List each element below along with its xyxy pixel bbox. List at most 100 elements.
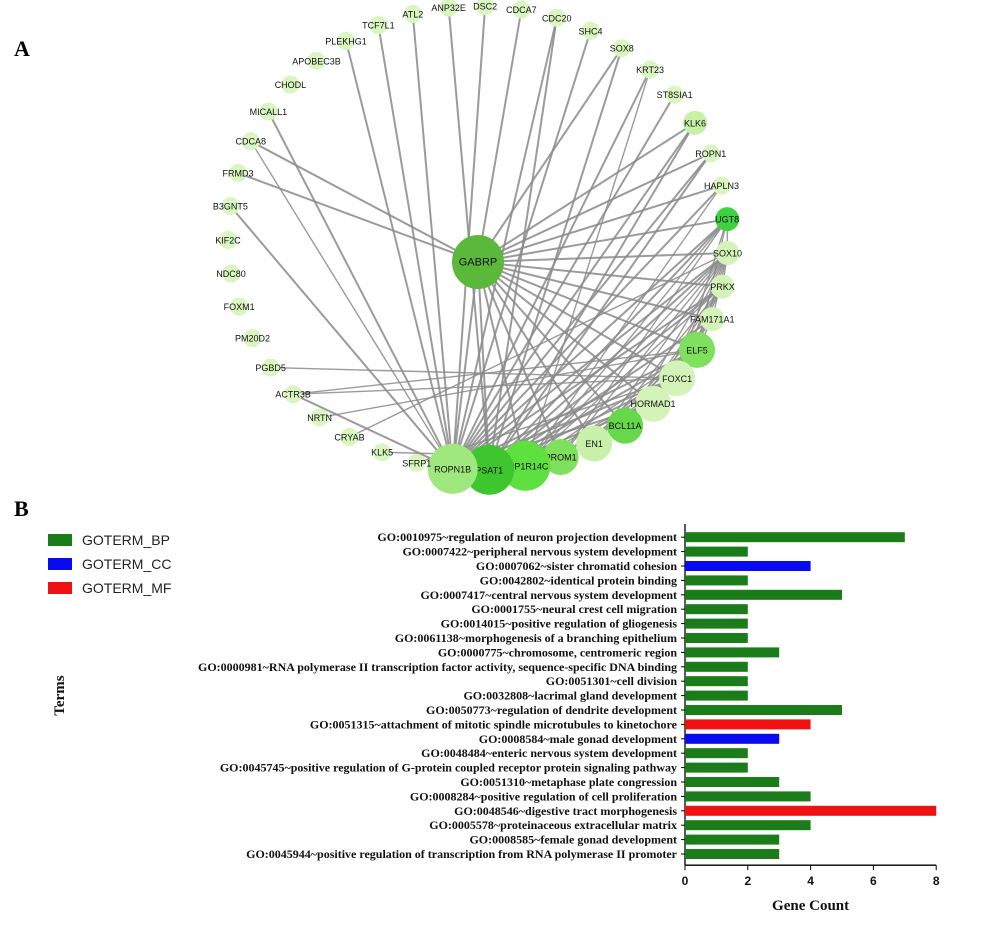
network-node-sox8[interactable]: SOX8 <box>610 39 634 58</box>
network-node-plekhg1[interactable]: PLEKHG1 <box>325 31 367 50</box>
bar-go-0042802 <box>685 575 748 586</box>
network-edge-actr3b-foxc1 <box>293 377 678 395</box>
network-node-label: ROPN1 <box>695 149 726 159</box>
network-edge-ropn1b-ugt8 <box>452 218 728 470</box>
network-node-nrtn[interactable]: NRTN <box>307 408 332 427</box>
category-label: GO:0007417~central nervous system develo… <box>420 588 677 602</box>
network-node-label: PLEKHG1 <box>325 36 367 46</box>
network-node-circle <box>712 176 731 195</box>
network-node-en1[interactable]: EN1 <box>576 425 613 462</box>
network-node-circle <box>337 31 356 50</box>
network-node-cdca8[interactable]: CDCA8 <box>236 132 267 151</box>
network-node-actr3b[interactable]: ACTR3B <box>275 385 311 404</box>
network-node-kif2c[interactable]: KIF2C <box>215 230 241 249</box>
network-node-circle <box>678 331 715 368</box>
legend-item-cc: GOTERM_CC <box>48 552 171 576</box>
network-node-label: PPP1R14C <box>502 461 549 471</box>
network-edge-cryab-sox10 <box>349 252 728 438</box>
legend-swatch-bp <box>48 534 72 546</box>
network-node-st8sia1[interactable]: ST8SIA1 <box>657 85 693 104</box>
network-node-hormad1[interactable]: HORMAD1 <box>630 385 675 422</box>
network-node-foxm1[interactable]: FOXM1 <box>224 297 255 316</box>
network-node-ropn1b[interactable]: ROPN1B <box>427 443 478 494</box>
network-node-ropn1[interactable]: ROPN1 <box>695 144 726 163</box>
network-edge-gabrp-cdca8 <box>250 140 479 263</box>
category-label: GO:0051301~cell division <box>546 674 678 688</box>
network-node-label: B3GNT5 <box>213 202 248 212</box>
category-label: GO:0010975~regulation of neuron projecti… <box>377 530 677 544</box>
network-nodes: GABRP CDCA7 CDC20SHC4SOX8KRT23ST8SIA1KLK6R… <box>213 0 742 495</box>
network-node-circle <box>700 307 725 332</box>
network-node-klk6[interactable]: KLK6 <box>683 110 708 135</box>
network-node-circle <box>259 102 278 121</box>
network-node-circle <box>230 297 249 316</box>
bar-go-0007417 <box>685 589 842 600</box>
network-node-ppp1r14c[interactable]: PPP1R14C <box>500 440 551 491</box>
network-node-label: CDCA8 <box>236 137 267 147</box>
network-node-pm20d2[interactable]: PM20D2 <box>235 329 270 348</box>
network-node-circle <box>634 385 671 422</box>
network-node-foxc1[interactable]: FOXC1 <box>659 360 696 397</box>
network-node-bcl11a[interactable]: BCL11A <box>607 407 644 444</box>
bar-go-0051315 <box>685 719 811 730</box>
network-edge-ropn1b-ropn1 <box>451 152 712 470</box>
legend-swatch-cc <box>48 558 72 570</box>
network-node-atl2[interactable]: ATL2 <box>402 5 423 24</box>
network-edge-gabrp-ropn1 <box>477 152 712 263</box>
network-node-shc4[interactable]: SHC4 <box>578 21 603 40</box>
network-node-label: NRTN <box>307 413 332 423</box>
network-edge-gabrp-psat1 <box>477 261 491 470</box>
network-node-ndc80[interactable]: NDC80 <box>216 264 246 283</box>
category-label: GO:0045745~positive regulation of G-prot… <box>220 761 677 775</box>
network-node-krt23[interactable]: KRT23 <box>636 60 664 79</box>
network-node-dsc2[interactable]: DSC2 <box>473 0 497 16</box>
network-node-label: APOBEC3B <box>292 56 341 66</box>
network-node-label: HORMAD1 <box>630 399 675 409</box>
category-label: GO:0061138~morphogenesis of a branching … <box>395 631 677 645</box>
network-node-chodl[interactable]: CHODL <box>275 75 307 94</box>
network-node-sox10[interactable]: SOX10 <box>713 241 742 266</box>
network-edge-gabrp-frmd3 <box>237 172 479 263</box>
network-node-hapln3[interactable]: HAPLN3 <box>704 176 739 195</box>
network-node-gabrp[interactable]: GABRP <box>452 235 504 289</box>
network-node-sfrp1[interactable]: SFRP1 <box>402 453 431 472</box>
network-node-tcf7l1[interactable]: TCF7L1 <box>362 16 395 35</box>
network-node-cryab[interactable]: CRYAB <box>334 428 365 447</box>
network-node-b3gnt5[interactable]: B3GNT5 <box>213 197 248 216</box>
network-node-psat1[interactable]: PSAT1 <box>464 444 515 495</box>
network-node-klk5[interactable]: KLK5 <box>371 443 393 462</box>
network-node-label: UGT8 <box>715 215 739 225</box>
network-node-label: CHODL <box>275 80 307 90</box>
network-node-circle <box>407 453 426 472</box>
network-node-frmd3[interactable]: FRMD3 <box>223 163 254 182</box>
network-node-prom1[interactable]: PROM1 <box>542 438 579 475</box>
network-node-anp32e[interactable]: ANP32E <box>431 0 466 17</box>
network-node-prkx[interactable]: PRKX <box>710 274 735 299</box>
network-node-micall1[interactable]: MICALL1 <box>250 102 288 121</box>
network-node-cdc20[interactable]: CDC20 <box>542 8 572 27</box>
network-node-apobec3b[interactable]: APOBEC3B <box>292 51 341 70</box>
network-node-circle <box>284 385 303 404</box>
network-node-ugt8[interactable]: UGT8 <box>715 207 739 232</box>
network-node-circle <box>241 132 260 151</box>
legend-label-bp: GOTERM_BP <box>82 532 170 548</box>
network-node-circle <box>715 241 740 266</box>
network-edge-ropn1b-cdc20 <box>451 17 558 470</box>
network-edge-psat1-sox8 <box>488 47 623 471</box>
category-label: GO:0000981~RNA polymerase II transcripti… <box>198 660 677 674</box>
network-edge-pgbd5-foxc1 <box>270 366 678 379</box>
network-edge-psat1-klk6 <box>488 122 696 471</box>
network-node-pgbd5[interactable]: PGBD5 <box>255 358 286 377</box>
network-node-elf5[interactable]: ELF5 <box>678 331 715 368</box>
network-node-label: KIF2C <box>215 235 241 245</box>
bar-go-0008585 <box>685 834 780 845</box>
network-node-label: EN1 <box>585 439 603 449</box>
network-node-fam171a1[interactable]: FAM171A1 <box>690 307 735 332</box>
category-label: GO:0051310~metaphase plate congression <box>460 775 677 789</box>
panel-label-b: B <box>14 496 29 521</box>
network-node-label: HAPLN3 <box>704 181 739 191</box>
category-label: GO:0008584~male gonad development <box>479 732 677 746</box>
network-edge-ppp1r14c-sox10 <box>524 252 728 467</box>
network-node-cdca7[interactable]: CDCA7 <box>506 0 537 19</box>
x-tick-label: 8 <box>933 874 940 888</box>
